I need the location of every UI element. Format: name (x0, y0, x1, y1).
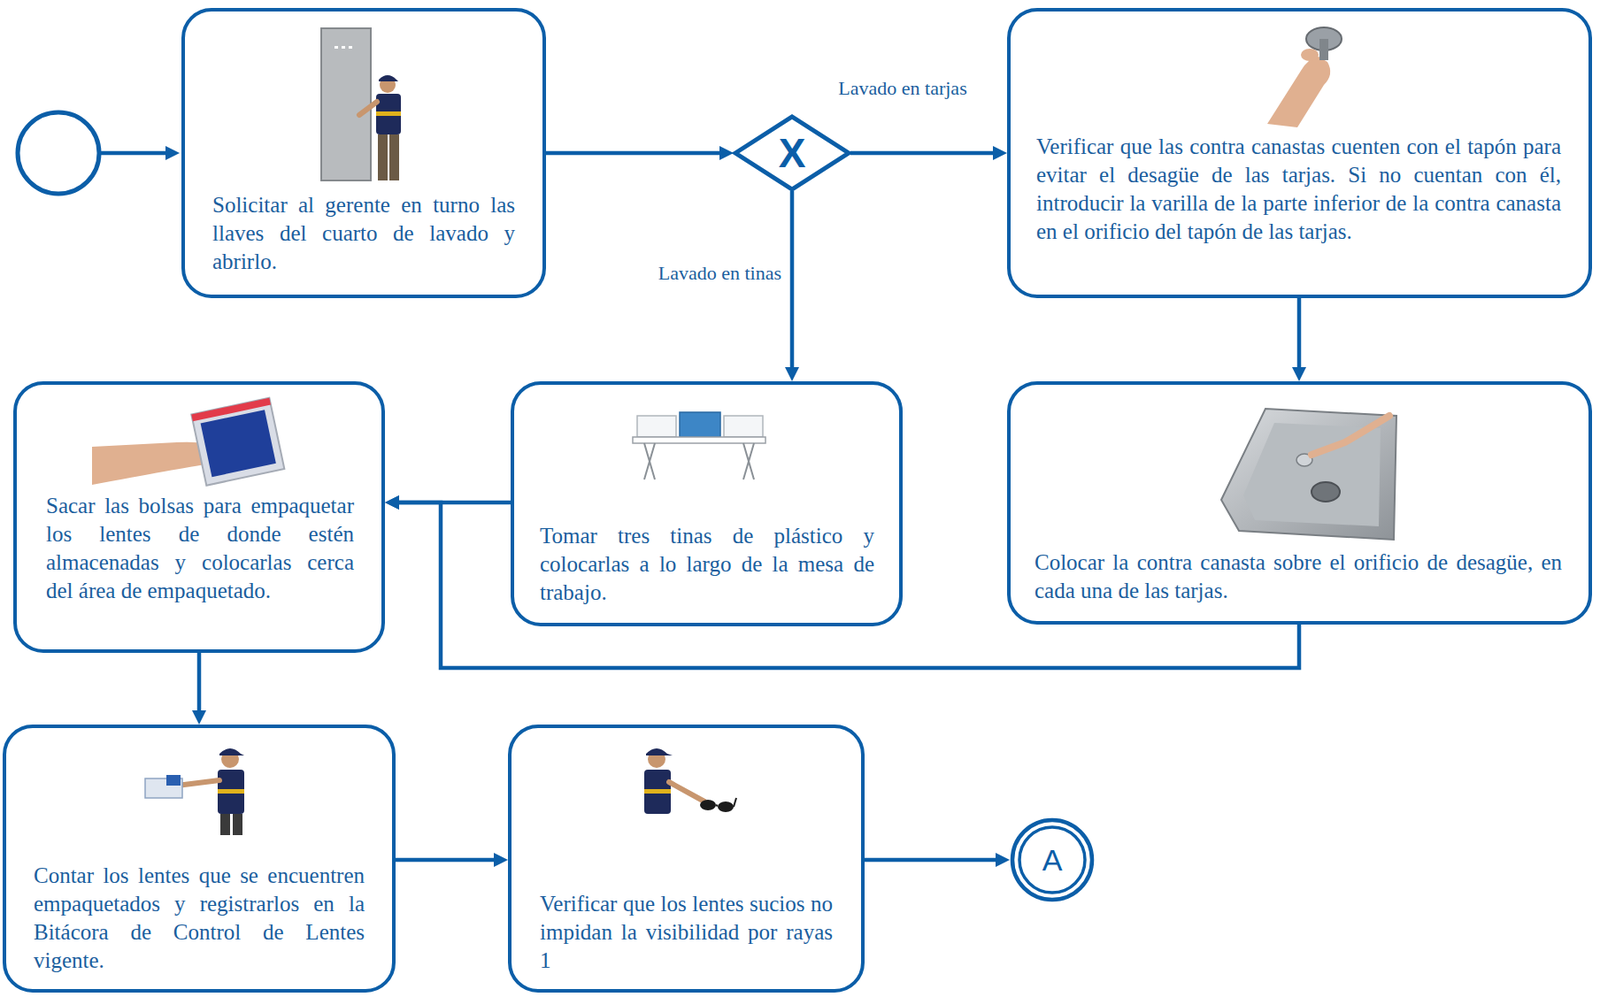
illustration-part (700, 800, 716, 811)
illustration-part (644, 443, 655, 480)
illustration-part (376, 93, 401, 135)
flow-arrow (1297, 298, 1302, 375)
illustration-part (743, 443, 754, 480)
step-text: Tomar tres tinas de plástico y colocarla… (539, 522, 875, 608)
flow-arrow (864, 858, 1003, 863)
illustration-part (217, 789, 245, 794)
illustration-part (376, 111, 401, 116)
end-connector: A (1009, 817, 1095, 903)
illustration-part (191, 398, 271, 423)
illustration-part (334, 46, 339, 49)
illustration-part (644, 789, 671, 794)
illustration-part (743, 443, 754, 480)
step-text: Contar los lentes que se encuentren empa… (33, 861, 365, 976)
symbol-text: A (1042, 845, 1063, 876)
flow-arrow (850, 151, 1000, 156)
illustration-part (644, 769, 671, 815)
illustration-part (717, 801, 734, 813)
person-glasses-picture (644, 748, 737, 815)
person-counting-picture (145, 748, 245, 836)
diamond-shape (735, 116, 849, 190)
illustration-part (1221, 408, 1397, 540)
process-box: Verificar que los lentes sucios no impid… (507, 724, 865, 993)
step-text: Sacar las bolsas para empaquetar los len… (46, 492, 354, 606)
illustration-part (378, 75, 399, 82)
flow-arrow (546, 151, 727, 156)
illustration-part (632, 437, 766, 444)
start-event (17, 112, 180, 194)
tubs-table-picture (632, 412, 766, 480)
illustration-part (644, 443, 655, 480)
illustration-part (1311, 415, 1390, 455)
illustration-part (99, 151, 171, 156)
illustration-part (165, 146, 180, 161)
process-box: Colocar la contra canasta sobre el orifi… (1007, 381, 1593, 625)
illustration-part (348, 46, 353, 49)
illustration-part (219, 748, 245, 756)
illustration-part (389, 134, 400, 181)
illustration-part (679, 412, 721, 438)
step-text: Verificar que los lentes sucios no impid… (539, 890, 833, 976)
illustration-part (1311, 482, 1340, 502)
illustration-part (1243, 423, 1381, 527)
process-box: Contar los lentes que se encuentren empa… (2, 724, 396, 993)
illustration-part (341, 46, 346, 49)
flow-arrow (395, 858, 501, 863)
process-box: Sacar las bolsas para empaquetar los len… (13, 381, 385, 654)
illustration-part (166, 775, 181, 786)
hand-bag-picture (92, 398, 285, 486)
illustration-part (232, 814, 243, 836)
hand-plug-picture (1267, 27, 1342, 128)
illustration-part (200, 409, 277, 477)
illustration-part (1300, 48, 1319, 62)
step-text: Colocar la contra canasta sobre el orifi… (1034, 548, 1562, 606)
process-box: Verificar que las contra canastas cuente… (1007, 7, 1593, 299)
illustration-part (191, 398, 285, 486)
illustration-part (1267, 56, 1331, 128)
step-text: Verificar que las contra canastas cuente… (1036, 132, 1562, 247)
illustration-part (646, 748, 673, 756)
flow-arrow (197, 653, 202, 718)
illustration-part (723, 415, 763, 438)
flow-arrow (790, 191, 795, 375)
illustration-part (733, 798, 737, 808)
outer-ring (1012, 820, 1093, 900)
illustration-part (359, 101, 377, 116)
illustration-part (17, 112, 100, 194)
illustration-part (220, 814, 231, 836)
illustration-part (715, 805, 718, 807)
sink-picture (1221, 408, 1397, 540)
process-box: Tomar tres tinas de plástico y colocarla… (510, 381, 903, 627)
illustration-part (669, 782, 705, 802)
illustration-part (637, 415, 677, 438)
illustration-part (1319, 38, 1329, 61)
step-text: Solicitar al gerente en turno las llaves… (212, 191, 516, 277)
door-person-picture (321, 28, 401, 181)
illustration-part (217, 769, 245, 815)
process-box: Solicitar al gerente en turno las llaves… (181, 7, 547, 299)
illustration-part (191, 398, 285, 486)
edge-label: Lavado en tinas (655, 261, 785, 285)
decision-diamond: X (733, 115, 851, 192)
illustration-part (176, 780, 220, 786)
symbol-text: X (778, 132, 807, 174)
illustration-part (377, 134, 388, 181)
edge-label: Lavado en tarjas (835, 76, 970, 100)
inner-ring (1019, 827, 1085, 893)
illustration-part (321, 28, 371, 181)
